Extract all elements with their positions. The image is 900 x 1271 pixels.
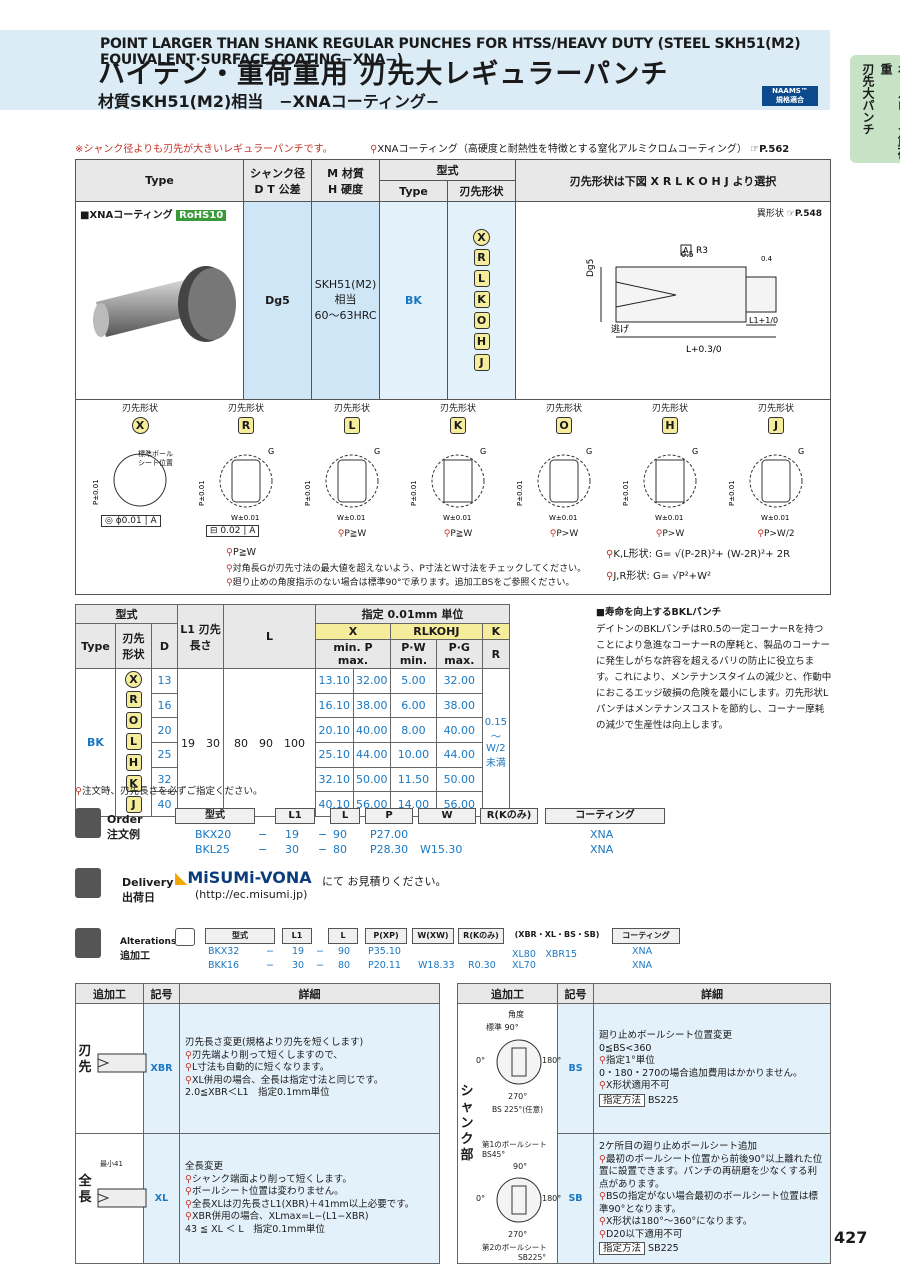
bkl-title: ■寿命を向上するBKLパンチ bbox=[596, 607, 722, 618]
col-type: Type bbox=[75, 159, 244, 202]
svg-text:G: G bbox=[268, 447, 274, 456]
order-h-type: 型式 bbox=[175, 808, 255, 824]
order-ex2-6: XNA bbox=[590, 843, 614, 856]
order-ex1-6: XNA bbox=[590, 828, 614, 841]
svg-text:G: G bbox=[480, 447, 486, 456]
order-ex1-3: P27.00 bbox=[370, 828, 409, 841]
header-band bbox=[0, 30, 830, 110]
punch-drawing: Dg5 0.5 A R3 0.4 逃げ L+0.3/0 L1+1/0 bbox=[586, 244, 778, 355]
svg-text:P±0.01: P±0.01 bbox=[92, 479, 100, 505]
order-ex2-4: W15.30 bbox=[420, 843, 463, 856]
side-tab-line1: ボールロック重荷重 bbox=[879, 63, 900, 159]
svg-text:P±0.01: P±0.01 bbox=[728, 480, 736, 506]
vona-logo[interactable]: ◣MiSUMi-VONA bbox=[175, 868, 312, 887]
truck-icon bbox=[75, 868, 101, 898]
tolerance-value: Dg5 bbox=[243, 201, 312, 400]
svg-text:P±0.01: P±0.01 bbox=[304, 480, 312, 506]
order-ex2-0: BKL25 bbox=[195, 843, 230, 856]
svg-text:逃げ: 逃げ bbox=[611, 323, 629, 335]
svg-text:G: G bbox=[692, 447, 698, 456]
delivery-text: にて お見積りください。 bbox=[322, 875, 447, 888]
svg-text:W±0.01: W±0.01 bbox=[655, 514, 683, 522]
xl-drawing bbox=[97, 1188, 147, 1208]
code-sb: SB bbox=[557, 1133, 594, 1264]
svg-text:P±0.01: P±0.01 bbox=[622, 480, 630, 506]
note-xna: ⚲XNAコーティング（高硬度と耐熱性を特徴とする窒化アルミクロムコーティング） … bbox=[370, 144, 790, 155]
subtitle: 材質SKH51(M2)相当 −XNAコーティング− bbox=[98, 92, 440, 111]
order-ex2-2: 80 bbox=[333, 843, 347, 856]
order-ex2-3: P28.30 bbox=[370, 843, 409, 856]
drill-icon bbox=[75, 928, 101, 958]
dimension-table: 型式 L1 刃先 長さ L 指定 0.01mm 単位 Type 刃先 形状 D … bbox=[75, 604, 511, 817]
svg-text:W±0.01: W±0.01 bbox=[443, 514, 471, 522]
note-shank: ※シャンク径よりも刃先が大きいレギュラーパンチです。 bbox=[75, 144, 333, 155]
code-bs: BS bbox=[557, 1003, 594, 1134]
delivery-url[interactable]: (http://ec.misumi.jp) bbox=[195, 888, 308, 901]
svg-text:P±0.01: P±0.01 bbox=[516, 480, 524, 506]
svg-text:G: G bbox=[586, 447, 592, 456]
svg-text:L1+1/0: L1+1/0 bbox=[749, 316, 778, 325]
japanese-title: ハイテン・重荷重用 刃先大レギュラーパンチ bbox=[98, 59, 669, 90]
order-ex2-1: 30 bbox=[285, 843, 299, 856]
svg-text:W±0.01: W±0.01 bbox=[549, 514, 577, 522]
order-ex1-1: 19 bbox=[285, 828, 299, 841]
english-title: POINT LARGER THAN SHANK REGULAR PUNCHES … bbox=[100, 36, 801, 68]
sb-drawing bbox=[496, 1177, 542, 1223]
svg-text:R3: R3 bbox=[696, 246, 708, 256]
svg-text:G: G bbox=[798, 447, 804, 456]
alt-table-left: 追加工記号詳細 刃先 XBR 刃先長さ変更(規格より刃先を短くします)⚲刃先端よ… bbox=[75, 983, 440, 1264]
dim-note: ⚲注文時、刃先長さを必ずご指定ください。 bbox=[75, 786, 263, 797]
svg-text:G: G bbox=[374, 447, 380, 456]
bs-drawing bbox=[496, 1039, 542, 1085]
svg-text:P±0.01: P±0.01 bbox=[198, 480, 206, 506]
order-ex1-2: 90 bbox=[333, 828, 347, 841]
svg-text:W±0.01: W±0.01 bbox=[337, 514, 365, 522]
side-tab-line2: 刃先大パンチ bbox=[861, 63, 875, 135]
tip-list: X R L K O H J bbox=[447, 201, 516, 400]
svg-text:P±0.01: P±0.01 bbox=[410, 480, 418, 506]
page-number: 427 bbox=[834, 1228, 868, 1247]
bkl-text: デイトンのBKLパンチはR0.5の一定コーナーRを持つことにより急進なコーナーR… bbox=[596, 624, 832, 731]
phone-icon-small bbox=[175, 928, 195, 946]
col-select: 刃先形状は下図 X R L K O H J より選択 bbox=[515, 159, 831, 202]
col-model: 型式 bbox=[379, 159, 516, 181]
alt-table-right: 追加工記号詳細 シャンク部 角度 標準 90° 0° 180° 270° BS … bbox=[457, 983, 831, 1264]
svg-text:W±0.01: W±0.01 bbox=[231, 514, 259, 522]
code-xbr: XBR bbox=[143, 1003, 180, 1134]
svg-text:0.4: 0.4 bbox=[761, 255, 773, 263]
phone-icon bbox=[75, 808, 101, 838]
svg-text:W±0.01: W±0.01 bbox=[761, 514, 789, 522]
type-bk: BK bbox=[379, 201, 448, 400]
svg-text:Dg5: Dg5 bbox=[586, 259, 596, 277]
code-xl: XL bbox=[143, 1133, 180, 1264]
order-ex1-0: BKX20 bbox=[195, 828, 232, 841]
ball-seat-label: 標準ボール シート位置 bbox=[138, 450, 173, 467]
xbr-drawing bbox=[97, 1053, 147, 1073]
punch-image bbox=[93, 266, 236, 342]
svg-text:A: A bbox=[683, 246, 689, 255]
svg-text:L+0.3/0: L+0.3/0 bbox=[686, 345, 722, 355]
side-tab[interactable]: ボールロック重荷重 刃先大パンチ bbox=[850, 55, 900, 163]
rohs-badge: RoHS10 bbox=[176, 210, 227, 221]
